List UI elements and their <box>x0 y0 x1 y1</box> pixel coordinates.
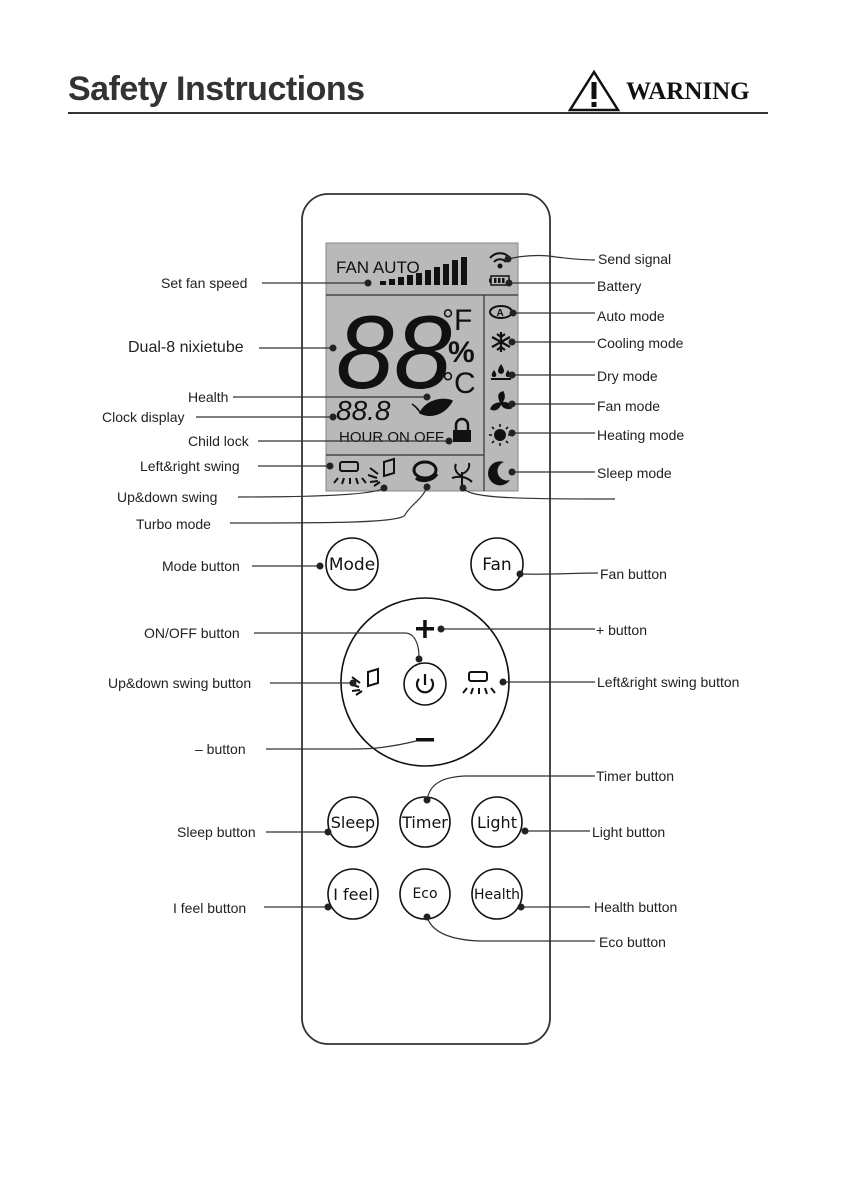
health-leaf-icon <box>411 398 454 416</box>
label-auto-mode: Auto mode <box>597 308 665 324</box>
snowflake-icon <box>491 332 511 352</box>
health-button-label: Health <box>474 887 520 903</box>
eco-button-label: Eco <box>412 886 437 902</box>
label-health-button: Health button <box>594 899 678 915</box>
label-on-off-button: ON/OFF button <box>144 625 240 641</box>
up-down-swing-icon <box>367 457 395 487</box>
label-sleep-button: Sleep button <box>177 824 256 840</box>
sleep-button-label: Sleep <box>331 813 375 832</box>
light-button[interactable] <box>471 796 523 848</box>
label-send-signal: Send signal <box>598 251 672 267</box>
lcd-fan-auto: FAN AUTO <box>336 258 420 277</box>
label-sleep-mode: Sleep mode <box>597 465 672 481</box>
label-minus-button: – button <box>195 741 246 757</box>
health-sprout-icon <box>451 462 473 486</box>
fan-speed-bars-icon <box>380 257 467 285</box>
lcd-clock: 88.8 <box>336 395 391 426</box>
label-up-down-swing: Up&down swing <box>117 489 218 505</box>
label-ifeel-button: I feel button <box>173 900 247 916</box>
label-dry-mode: Dry mode <box>597 368 658 384</box>
ifeel-button-label: I feel <box>333 885 373 904</box>
fan-mode-icon <box>490 391 512 411</box>
timer-button-label: Timer <box>401 813 448 832</box>
light-button-label: Light <box>477 813 517 832</box>
mode-button-label: Mode <box>329 555 375 575</box>
timer-button[interactable] <box>399 796 451 848</box>
lcd-unit-percent: % <box>448 336 475 369</box>
lcd-main-digits: 88 <box>336 295 452 411</box>
label-clock-display: Clock display <box>102 409 185 425</box>
lcd-hour-on-off: HOUR ON OFF <box>339 429 444 446</box>
lcd-unit-celsius: °C <box>442 367 476 400</box>
ifeel-button[interactable] <box>327 868 379 920</box>
label-fan-button: Fan button <box>600 566 667 582</box>
label-dual-8: Dual-8 nixietube <box>128 339 244 356</box>
label-battery: Battery <box>597 278 642 294</box>
turbo-icon <box>412 460 439 483</box>
left-right-swing-button-icon[interactable] <box>462 671 496 695</box>
label-child-lock: Child lock <box>188 433 249 449</box>
svg-text:+: + <box>492 463 497 472</box>
label-left-right-swing: Left&right swing <box>140 458 240 474</box>
plus-button[interactable] <box>416 620 434 638</box>
fan-button[interactable] <box>470 537 524 591</box>
warning-label: WARNING <box>626 78 750 105</box>
label-timer-button: Timer button <box>596 768 675 784</box>
fan-button-label: Fan <box>482 555 511 575</box>
minus-button[interactable] <box>416 738 434 742</box>
label-turbo-mode: Turbo mode <box>136 516 211 532</box>
moon-icon: + <box>488 461 510 486</box>
left-right-swing-icon <box>333 461 367 485</box>
label-plus-button: + button <box>596 622 647 638</box>
page-title: Safety Instructions <box>68 70 365 108</box>
svg-text:A: A <box>497 308 504 319</box>
sleep-button[interactable] <box>327 796 379 848</box>
mode-button[interactable] <box>325 537 379 591</box>
label-heating-mode: Heating mode <box>597 427 685 443</box>
label-fan-mode: Fan mode <box>597 398 661 414</box>
label-up-down-swing-button: Up&down swing button <box>108 675 252 691</box>
label-light-button: Light button <box>592 824 666 840</box>
leader-dots <box>316 255 529 921</box>
warning-triangle-icon <box>567 69 621 112</box>
label-eco-button: Eco button <box>599 934 666 950</box>
label-set-fan-speed: Set fan speed <box>161 275 248 291</box>
label-cooling-mode: Cooling mode <box>597 335 684 351</box>
label-left-right-swing-button: Left&right swing button <box>597 674 740 690</box>
health-button[interactable] <box>471 868 523 920</box>
lock-icon <box>453 417 471 442</box>
label-mode-button: Mode button <box>162 558 240 574</box>
label-health: Health <box>188 389 229 405</box>
leader-lines-left <box>196 282 449 908</box>
power-icon <box>415 674 435 694</box>
lcd-unit-fahrenheit: °F <box>442 304 472 337</box>
leader-lines-right <box>426 254 615 942</box>
